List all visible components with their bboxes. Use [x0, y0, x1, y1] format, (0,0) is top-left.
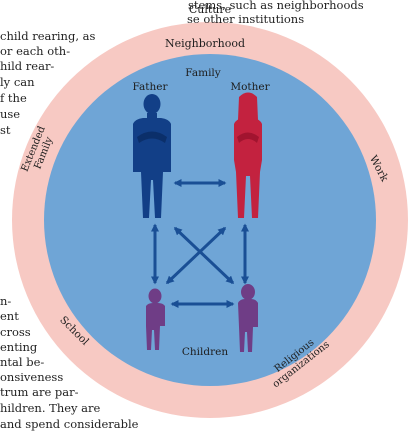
mother-label: Mother: [230, 81, 270, 93]
child-right-figure-icon: [238, 284, 258, 352]
culture-label: Culture: [189, 3, 231, 16]
father-figure-icon: [133, 94, 171, 218]
mother-figure-icon: [234, 92, 262, 218]
children-label: Children: [182, 346, 228, 358]
child-left-figure-icon: [146, 288, 165, 350]
mother-child-left-arrow: [165, 226, 227, 285]
father-label: Father: [132, 81, 168, 93]
neighborhood-label: Neighborhood: [165, 37, 245, 50]
relationship-arrows: [151, 179, 249, 308]
family-label: Family: [185, 67, 221, 79]
family-circle: [44, 54, 376, 386]
